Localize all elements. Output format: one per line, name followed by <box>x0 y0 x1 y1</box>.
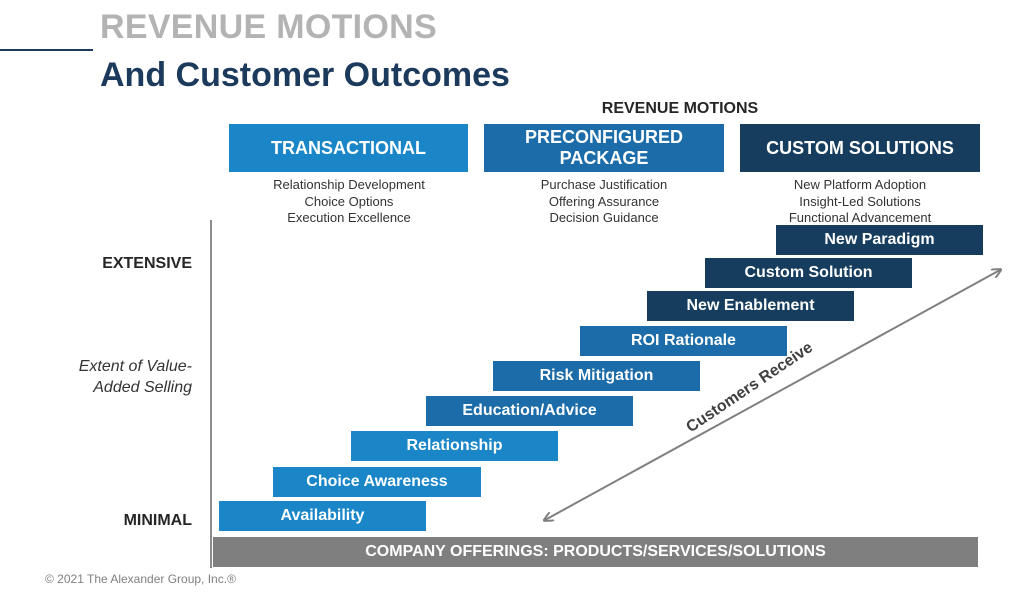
motions-heading: REVENUE MOTIONS <box>601 100 759 117</box>
bullet: Insight-Led Solutions <box>799 193 921 209</box>
y-axis-top-label: EXTENSIVE <box>102 255 192 272</box>
step-availability: Availability <box>219 501 426 531</box>
y-axis-title-line1: Extent of Value- <box>78 358 192 375</box>
page-subtitle: And Customer Outcomes <box>100 56 510 94</box>
step-choice-awareness: Choice Awareness <box>273 467 481 497</box>
copyright: © 2021 The Alexander Group, Inc.® <box>45 572 236 586</box>
step-relationship: Relationship <box>351 431 558 461</box>
motion-transactional-bullets: Relationship Development Choice Options … <box>229 177 469 227</box>
motion-custom-solutions: CUSTOM SOLUTIONS <box>740 124 980 172</box>
y-axis-title-line2: Added Selling <box>93 379 192 396</box>
bullet: Relationship Development <box>273 177 425 192</box>
bullet: Offering Assurance <box>548 193 660 209</box>
motion-transactional: TRANSACTIONAL <box>229 124 468 172</box>
bullet: Execution Excellence <box>287 210 411 225</box>
motion-preconfigured-package: PRECONFIGURED PACKAGE <box>484 124 724 172</box>
y-axis-bottom-label: MINIMAL <box>123 512 192 529</box>
title-rule <box>0 49 93 51</box>
bullet: New Platform Adoption <box>793 177 927 192</box>
page-title: REVENUE MOTIONS <box>100 8 437 46</box>
bullet: Purchase Justification <box>540 177 668 192</box>
bullet: Decision Guidance <box>549 210 659 225</box>
y-axis-title: Extent of Value- Added Selling <box>22 356 192 398</box>
motion-preconfigured-bullets: Purchase Justification Offering Assuranc… <box>484 177 724 227</box>
bullet: Functional Advancement <box>788 210 932 225</box>
company-offerings-bar: COMPANY OFFERINGS: PRODUCTS/SERVICES/SOL… <box>213 537 978 567</box>
motion-custom-bullets: New Platform Adoption Insight-Led Soluti… <box>740 177 980 227</box>
bullet: Choice Options <box>304 193 394 209</box>
motion-preconfigured-label: PRECONFIGURED PACKAGE <box>524 127 683 168</box>
y-axis-line <box>210 220 212 568</box>
step-new-paradigm: New Paradigm <box>776 225 983 255</box>
